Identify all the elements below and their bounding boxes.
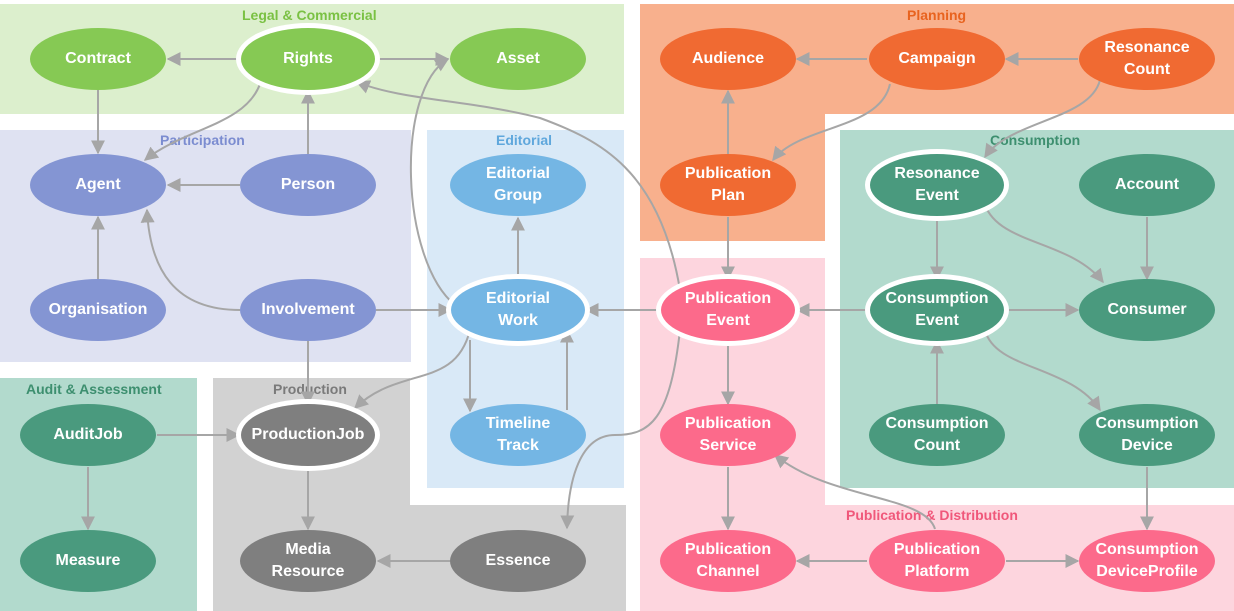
node-essence[interactable]: Essence bbox=[450, 530, 586, 592]
node-campaign[interactable]: Campaign bbox=[869, 28, 1005, 90]
region-label-planning: Planning bbox=[907, 7, 967, 23]
edge-publication-event-essence bbox=[560, 329, 681, 530]
node-contract[interactable]: Contract bbox=[30, 28, 166, 90]
edge-editorial-work-production-job bbox=[353, 329, 471, 409]
node-agent[interactable]: Agent bbox=[30, 154, 166, 216]
node-consumer[interactable]: Consumer bbox=[1079, 279, 1215, 341]
edge-involvement-agent bbox=[140, 208, 241, 311]
edge-editorial-work-asset bbox=[410, 58, 456, 306]
node-audience[interactable]: Audience bbox=[660, 28, 796, 90]
edge-consumption-event-consumption-device bbox=[984, 329, 1101, 412]
node-rights[interactable]: Rights bbox=[241, 28, 375, 90]
node-involvement[interactable]: Involvement bbox=[240, 279, 376, 341]
region-label-consumption: Consumption bbox=[990, 132, 1081, 148]
node-organisation[interactable]: Organisation bbox=[30, 279, 166, 341]
node-audit-job[interactable]: AuditJob bbox=[20, 404, 156, 466]
edge-resonance-event-consumer bbox=[984, 204, 1104, 284]
region-label-production: Production bbox=[273, 381, 347, 397]
edge-publication-event-rights bbox=[355, 80, 681, 291]
node-production-job[interactable]: ProductionJob bbox=[241, 404, 375, 466]
edge-campaign-publication-plan bbox=[772, 83, 891, 162]
node-person[interactable]: Person bbox=[240, 154, 376, 216]
region-label-legal-commercial: Legal & Commercial bbox=[242, 7, 377, 23]
edge-rights-agent bbox=[143, 83, 261, 161]
edge-publication-platform-publication-service bbox=[773, 454, 936, 530]
node-measure[interactable]: Measure bbox=[20, 530, 156, 592]
node-asset[interactable]: Asset bbox=[450, 28, 586, 90]
edge-resonance-count-resonance-event bbox=[984, 79, 1101, 159]
node-account[interactable]: Account bbox=[1079, 154, 1215, 216]
region-label-participation: Participation bbox=[160, 132, 245, 148]
region-label-editorial: Editorial bbox=[496, 132, 553, 148]
region-label-publication-distribution: Publication & Distribution bbox=[846, 507, 1018, 523]
region-label-audit-assessment: Audit & Assessment bbox=[26, 381, 162, 397]
